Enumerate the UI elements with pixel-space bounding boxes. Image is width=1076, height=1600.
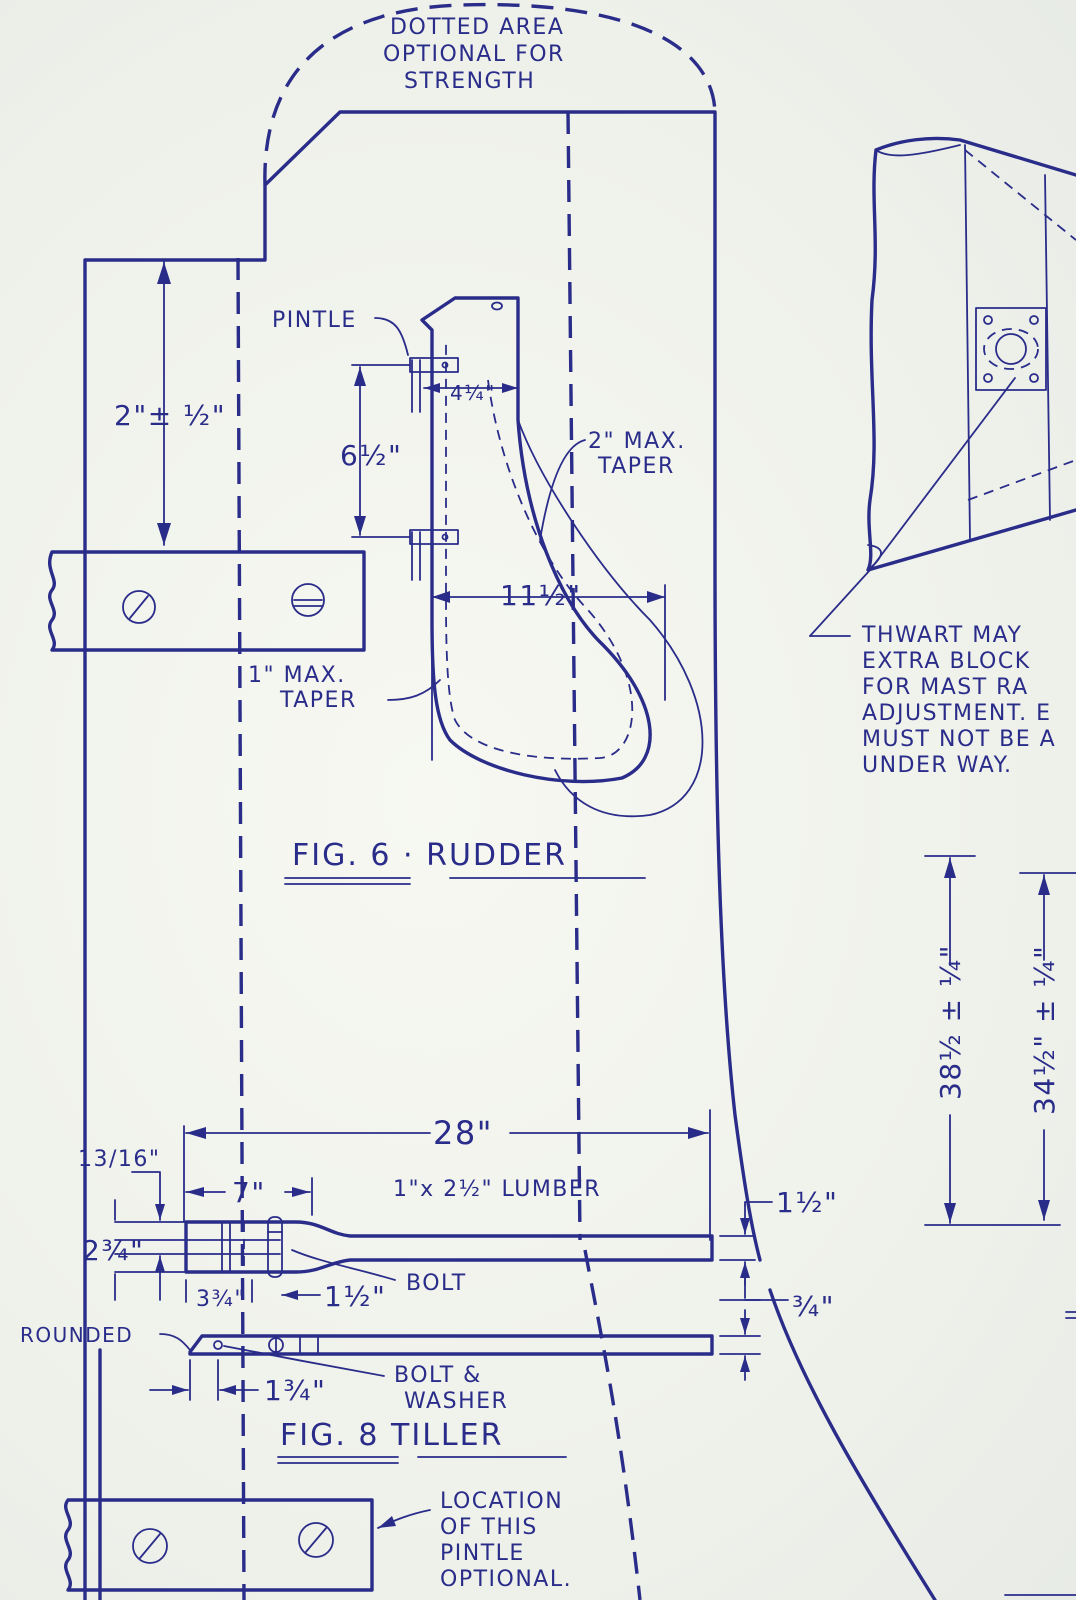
bolt-washer-line2: WASHER bbox=[404, 1389, 508, 1414]
pintle-label: PINTLE bbox=[272, 308, 357, 333]
rudder-inner-taper bbox=[445, 340, 634, 760]
lumber-note: 1"x 2½" LUMBER bbox=[393, 1177, 601, 1202]
rudder-profile-outline bbox=[420, 296, 652, 784]
fig8-title: FIG. 8 TILLER bbox=[280, 1418, 503, 1453]
screw-head-left bbox=[122, 590, 156, 624]
thwart-note-line4: ADJUSTMENT. E bbox=[862, 701, 1052, 726]
tiller-side-view bbox=[188, 1334, 714, 1356]
pintle-upper bbox=[409, 357, 459, 373]
dim-1-75-label: 1¾" bbox=[264, 1374, 326, 1407]
lower-pintle-block bbox=[64, 1498, 374, 1592]
pintle-lower bbox=[409, 529, 459, 545]
rudder-alt-profile bbox=[517, 419, 704, 818]
taper-2in-line2: TAPER bbox=[597, 454, 675, 479]
mast-step-plate bbox=[975, 307, 1047, 391]
screw-head-right bbox=[291, 583, 325, 617]
dim-11-5-label: 11½" bbox=[500, 579, 582, 612]
dim-2-75-label: 2¾" bbox=[82, 1234, 144, 1267]
thwart-note-line6: UNDER WAY. bbox=[862, 753, 1013, 778]
lower-screw-right bbox=[298, 1522, 334, 1558]
rudder-blade-outline bbox=[83, 110, 762, 1600]
taper-2in-line1: 2" MAX. bbox=[588, 429, 686, 454]
taper-1in-line2: TAPER bbox=[279, 688, 357, 713]
dim-4-25-label: 4¼" bbox=[450, 381, 496, 405]
location-note-line2: OF THIS bbox=[440, 1515, 538, 1540]
bolt-washer-line1: BOLT & bbox=[394, 1363, 482, 1388]
dotted-area-line3: STRENGTH bbox=[404, 69, 535, 94]
dim-13-16-label: 13/16" bbox=[78, 1147, 161, 1172]
thwart-note-line3: FOR MAST RA bbox=[862, 675, 1029, 700]
rudder-trailing-curve bbox=[768, 1288, 937, 1600]
dim-34-5-label: 34½" ± ¼" bbox=[1028, 945, 1061, 1115]
dim-28-label: 28" bbox=[433, 1114, 493, 1152]
dim-3-75-label: 3¾" bbox=[196, 1287, 246, 1312]
dim-2in-label: 2"± ½" bbox=[114, 399, 226, 432]
dotted-area-line1: DOTTED AREA bbox=[390, 15, 564, 40]
stock-center-line bbox=[236, 257, 246, 1600]
dotted-area-line2: OPTIONAL FOR bbox=[383, 42, 565, 67]
lower-screw-left bbox=[132, 1528, 168, 1564]
location-note-line1: LOCATION bbox=[440, 1489, 563, 1514]
dim-6-5-label: 6½" bbox=[340, 439, 402, 472]
dim-1-5-right-label: 1½" bbox=[776, 1186, 838, 1219]
blade-center-line-lower bbox=[583, 1249, 642, 1600]
location-note-line4: OPTIONAL. bbox=[440, 1567, 572, 1592]
dim-38-5-label: 38½ ± ¼" bbox=[934, 944, 967, 1100]
dim-7-label: 7" bbox=[232, 1176, 266, 1209]
thwart-note-line2: EXTRA BLOCK bbox=[862, 649, 1031, 674]
thwart-note-line5: MUST NOT BE A bbox=[862, 727, 1056, 752]
location-note-line3: PINTLE bbox=[440, 1541, 525, 1566]
rounded-label: ROUNDED bbox=[20, 1323, 133, 1347]
thwart-sketch bbox=[866, 136, 1076, 572]
dim-0-75-label: ¾" bbox=[792, 1290, 835, 1323]
fig6-title: FIG. 6 · RUDDER bbox=[292, 838, 567, 873]
dim-1-5-bolt-label: 1½" bbox=[324, 1280, 386, 1313]
tiller-bolt-head bbox=[267, 1216, 283, 1278]
upper-pintle-block bbox=[48, 550, 366, 652]
taper-1in-line1: 1" MAX. bbox=[248, 663, 346, 688]
blade-center-line bbox=[566, 111, 582, 1241]
bolt-label: BOLT bbox=[406, 1271, 467, 1296]
tiller-top-view bbox=[184, 1220, 714, 1274]
rudder-tiller-hole bbox=[491, 301, 503, 311]
thwart-note-line1: THWART MAY bbox=[861, 623, 1022, 648]
